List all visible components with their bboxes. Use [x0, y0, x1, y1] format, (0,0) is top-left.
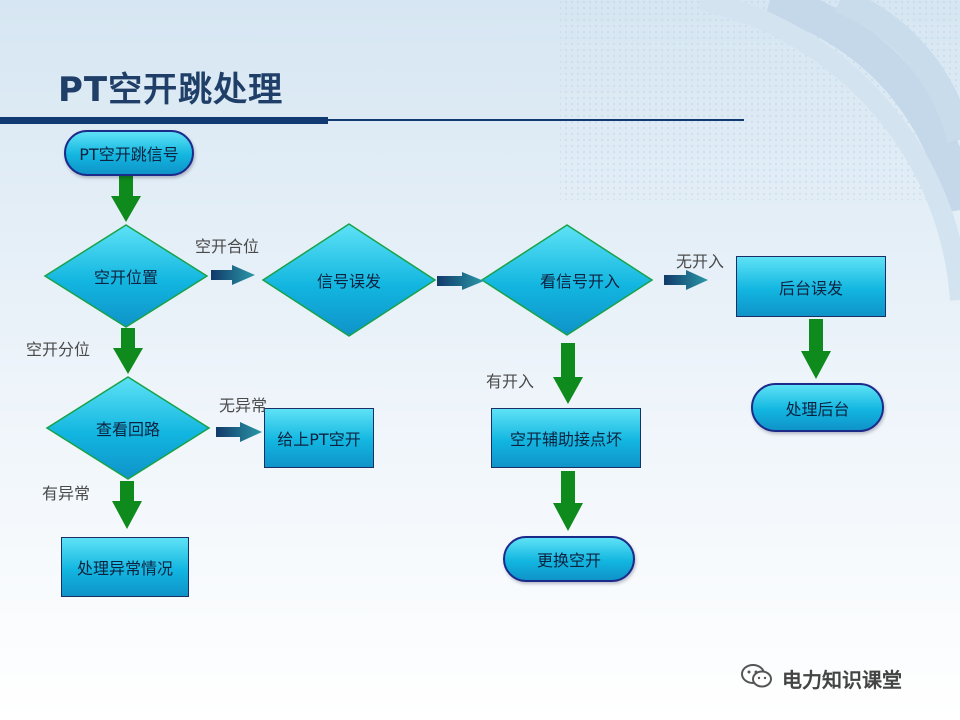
edge-label-abnormal: 有异常	[42, 484, 91, 503]
arrow-down-has-input	[553, 343, 583, 404]
edge-label-no-input: 无开入	[676, 252, 725, 271]
diamond-check-signal-input	[480, 224, 654, 336]
node-start: PT空开跳信号	[64, 130, 194, 176]
arrow-down-replace	[553, 471, 583, 531]
watermark-text: 电力知识课堂	[782, 667, 902, 692]
title-rule-thin	[328, 119, 744, 121]
node-handle-abnormal: 处理异常情况	[61, 537, 189, 597]
arrow-right-signal	[437, 272, 484, 290]
node-backend-false: 后台误发	[736, 256, 886, 317]
node-signal-false-label: 信号误发	[316, 272, 381, 291]
node-check-signal-input-label: 看信号开入	[539, 272, 620, 291]
node-handle-backend: 处理后台	[751, 383, 884, 432]
arrow-down-abnormal	[112, 481, 142, 529]
node-close-pt: 给上PT空开	[264, 408, 374, 468]
arrow-down-open	[113, 328, 143, 374]
page-title: PT空开跳处理	[58, 70, 284, 110]
edge-label-closed: 空开合位	[195, 237, 260, 256]
arrow-right-no-input	[664, 270, 708, 290]
node-check-circuit-label: 查看回路	[95, 420, 160, 439]
edge-label-no-abnormal: 无异常	[219, 396, 268, 415]
edge-label-open: 空开分位	[26, 340, 91, 359]
title-rule-thick	[0, 117, 328, 124]
diamond-signal-false	[261, 223, 437, 337]
diamond-breaker-position	[43, 224, 209, 328]
arrow-down-start	[111, 176, 141, 222]
node-aux-contact-bad: 空开辅助接点坏	[491, 408, 641, 468]
arrow-right-closed	[211, 265, 255, 285]
arrow-down-backend	[801, 319, 831, 379]
diamond-check-circuit	[45, 376, 211, 480]
wechat-icon	[740, 662, 774, 694]
watermark: 电力知识课堂	[740, 662, 902, 694]
edge-label-has-input: 有开入	[486, 372, 535, 391]
node-breaker-position-label: 空开位置	[93, 268, 158, 287]
arrow-right-no-abnormal	[216, 422, 262, 442]
node-replace-breaker: 更换空开	[503, 536, 635, 582]
